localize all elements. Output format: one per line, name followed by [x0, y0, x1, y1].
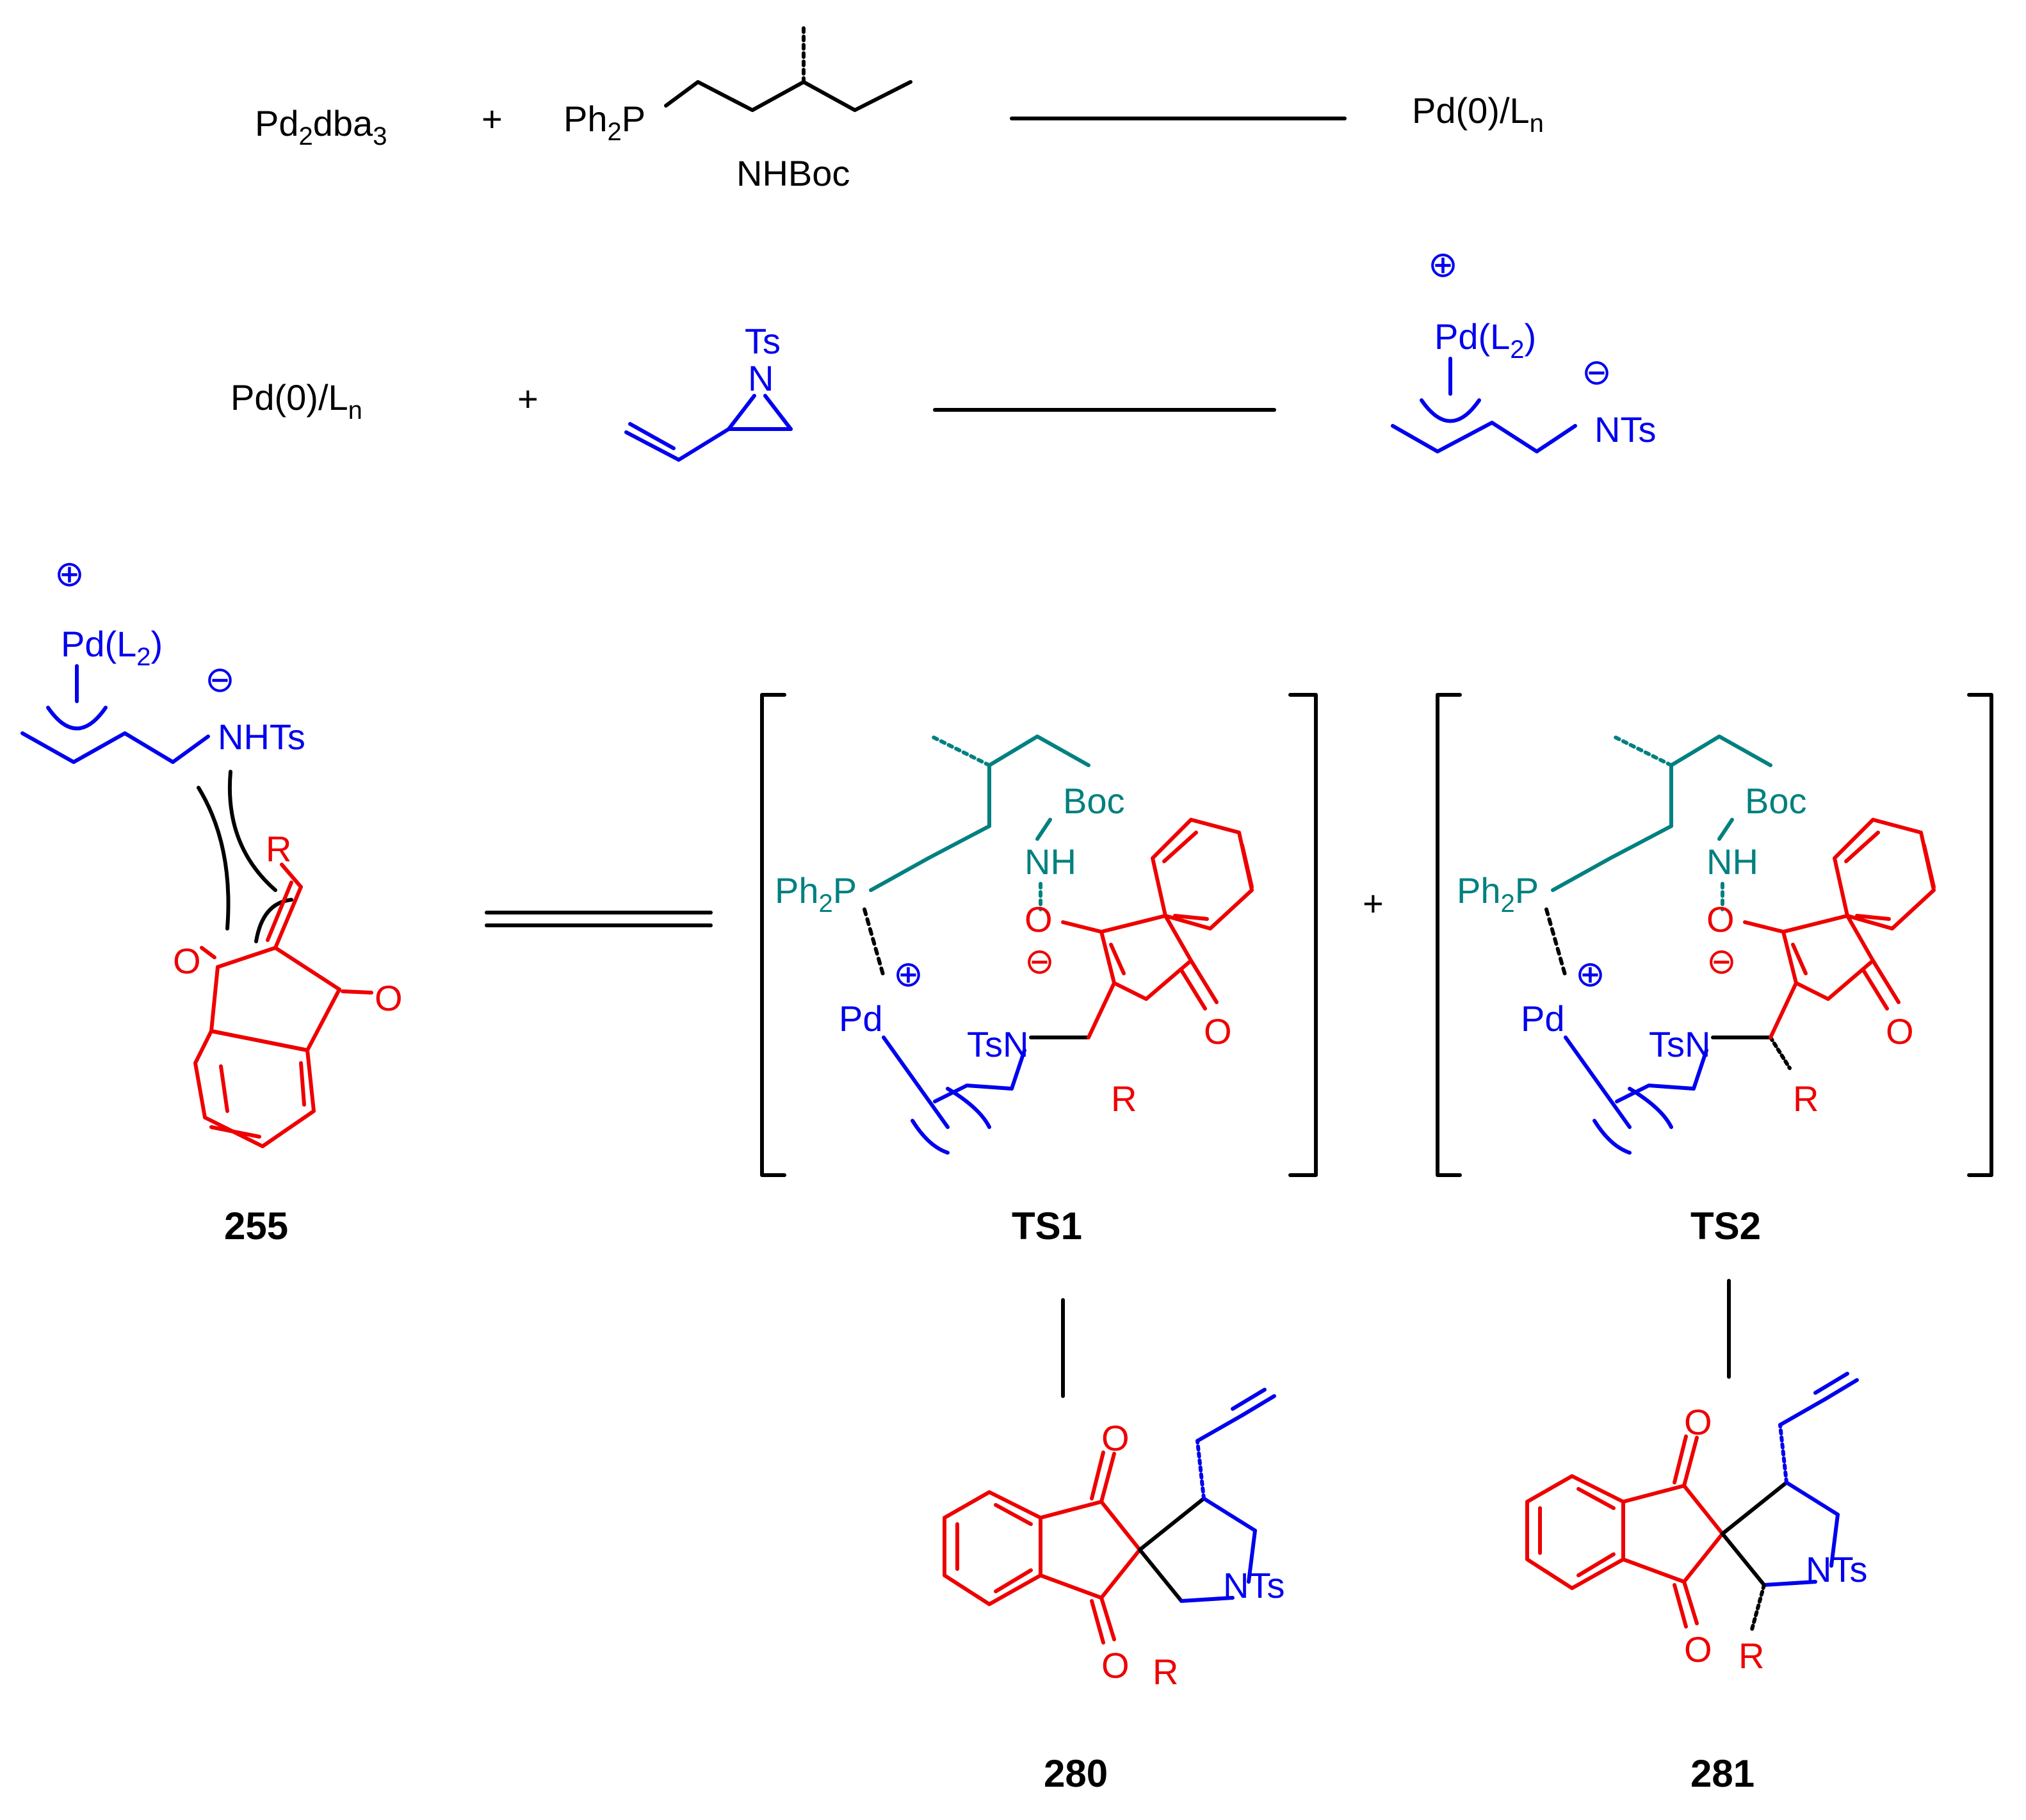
svg-text:NH: NH [1025, 841, 1076, 882]
ts2-label: TS2 [1690, 1205, 1761, 1247]
svg-text:⊖: ⊖ [1582, 352, 1612, 392]
compound-label-255: 255 [224, 1205, 288, 1247]
svg-text:R: R [1738, 1636, 1764, 1676]
svg-text:⊕: ⊕ [1575, 954, 1605, 994]
svg-text:O: O [1204, 1011, 1232, 1052]
svg-text:O: O [1101, 1645, 1130, 1686]
product-281: O O NTs R [1525, 1372, 1867, 1676]
pd2dba3-reagent: Pd2dba3 [255, 103, 387, 150]
svg-text:Ts: Ts [745, 321, 781, 361]
ts2-structure: Boc NH Ph2P ⊕ Pd TsN R O ⊖ O [1457, 735, 1936, 1155]
ts1-brackets [760, 693, 1318, 1177]
svg-text:R: R [266, 829, 291, 869]
svg-text:Boc: Boc [1745, 781, 1807, 821]
indanedione-255: R O O [173, 829, 403, 1148]
ts1-label: TS1 [1012, 1205, 1082, 1247]
svg-text:NTs: NTs [1223, 1565, 1284, 1605]
svg-text:O: O [173, 941, 201, 981]
plus-sign-2: + [517, 378, 539, 419]
svg-text:Boc: Boc [1063, 781, 1125, 821]
svg-text:⊕: ⊕ [54, 553, 85, 594]
svg-text:TsN: TsN [1649, 1024, 1710, 1064]
svg-text:⊖: ⊖ [205, 659, 235, 699]
svg-text:TsN: TsN [967, 1024, 1028, 1064]
svg-text:O: O [1101, 1418, 1130, 1458]
svg-text:⊕: ⊕ [1428, 244, 1458, 284]
ts2-brackets [1436, 693, 1993, 1177]
pd0-ln-product: Pd(0)/Ln [1412, 90, 1544, 138]
plus-sign: + [482, 99, 503, 139]
product-280: O O NTs R [943, 1388, 1284, 1692]
svg-text:N: N [748, 358, 774, 398]
svg-text:NHTs: NHTs [218, 717, 305, 757]
ts1-structure: Boc NH Ph2P ⊕ Pd TsN R O ⊖ O [775, 735, 1254, 1155]
pi-allyl-pd-complex: ⊕ Pd(L2) ⊖ NTs [1391, 244, 1656, 453]
svg-text:O: O [1706, 899, 1735, 939]
svg-text:O: O [375, 978, 403, 1018]
equilibrium-arrows [485, 911, 713, 927]
phosphine-ligand: Ph2P NHBoc [563, 24, 912, 193]
svg-text:R: R [1153, 1652, 1178, 1692]
svg-text:⊕: ⊕ [893, 954, 923, 994]
svg-text:NHBoc: NHBoc [736, 153, 850, 193]
svg-text:O: O [1025, 899, 1053, 939]
compound-label-281: 281 [1690, 1752, 1755, 1795]
svg-text:O: O [1684, 1402, 1712, 1442]
svg-text:O: O [1684, 1629, 1712, 1670]
svg-text:⊖: ⊖ [1706, 941, 1737, 981]
svg-text:Pd: Pd [1521, 998, 1565, 1039]
svg-text:Pd(L2): Pd(L2) [61, 624, 163, 671]
svg-text:NTs: NTs [1806, 1549, 1867, 1589]
svg-text:Pd: Pd [839, 998, 883, 1039]
svg-text:Pd(L2): Pd(L2) [1434, 316, 1536, 364]
plus-between-ts: + [1363, 883, 1384, 923]
svg-text:Pd2dba3: Pd2dba3 [255, 103, 387, 150]
svg-text:NTs: NTs [1594, 409, 1656, 450]
svg-text:O: O [1886, 1011, 1914, 1052]
svg-text:Ph2P: Ph2P [563, 99, 645, 146]
svg-text:R: R [1111, 1078, 1137, 1119]
svg-text:NH: NH [1706, 841, 1758, 882]
svg-text:Ph2P: Ph2P [1457, 870, 1539, 918]
pd0-ln-reagent: Pd(0)/Ln [231, 377, 362, 425]
pi-allyl-nhts-complex: ⊕ Pd(L2) ⊖ NHTs [20, 553, 305, 764]
svg-text:Ph2P: Ph2P [775, 870, 857, 918]
vinyl-aziridine: Ts N [624, 321, 793, 462]
svg-text:⊖: ⊖ [1025, 941, 1055, 981]
svg-text:R: R [1793, 1078, 1819, 1119]
compound-label-280: 280 [1044, 1752, 1108, 1795]
